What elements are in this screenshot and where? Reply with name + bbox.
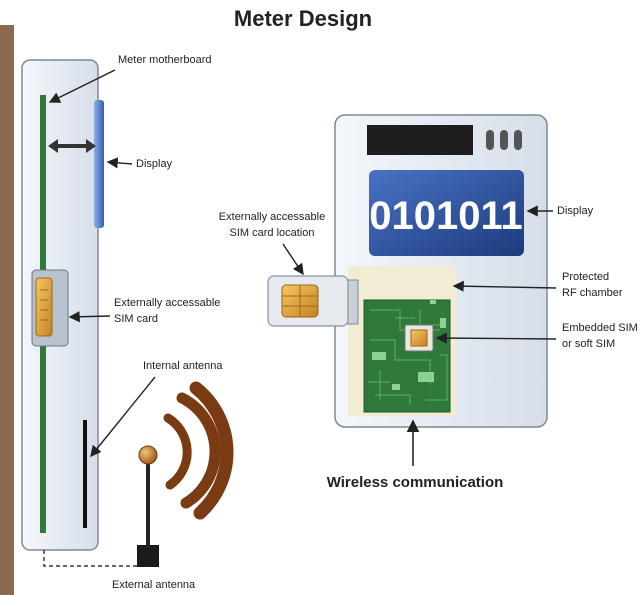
label-sim-location-line1: Externally accessable: [219, 211, 325, 223]
diagram-title: Meter Design: [234, 6, 372, 31]
external-antenna-base: [137, 545, 159, 567]
label-embedded-sim-line1: Embedded SIM: [562, 322, 638, 334]
antenna-ball-icon: [138, 445, 158, 465]
label-sim-card-line1: Externally accessable: [114, 297, 220, 309]
label-display-left: Display: [136, 158, 173, 170]
label-meter-motherboard: Meter motherboard: [118, 54, 212, 66]
wall: [0, 25, 14, 595]
embedded-sim-icon: [410, 329, 428, 347]
side-view-meter: [21, 59, 104, 551]
label-sim-location-line2: SIM card location: [230, 227, 315, 239]
antenna-cable: [43, 550, 137, 567]
double-arrow-icon: [48, 139, 96, 153]
front-view-meter: 0101011: [267, 114, 548, 428]
meter-top-window: [367, 125, 473, 155]
label-rf-chamber-line1: Protected: [562, 271, 609, 283]
label-internal-antenna: Internal antenna: [143, 360, 223, 372]
circuit-traces: [368, 309, 448, 405]
circuit-components: [372, 300, 446, 390]
label-embedded-sim-line2: or soft SIM: [562, 338, 615, 350]
indicator-light-icon: [514, 130, 522, 150]
label-external-antenna: External antenna: [112, 579, 196, 591]
display-digits: 0101011: [369, 194, 523, 238]
side-display: [94, 100, 104, 228]
label-wireless-communication: Wireless communication: [327, 474, 504, 491]
label-display-right: Display: [557, 205, 594, 217]
label-sim-card-line2: SIM card: [114, 313, 158, 325]
front-display: [369, 170, 524, 256]
label-rf-chamber-line2: RF chamber: [562, 287, 623, 299]
side-sim-card-icon: [35, 277, 53, 337]
indicator-light-icon: [486, 130, 494, 150]
external-antenna: [43, 445, 159, 567]
indicator-light-icon: [500, 130, 508, 150]
internal-antenna-bar: [83, 420, 87, 528]
radio-waves-icon: [163, 381, 234, 520]
